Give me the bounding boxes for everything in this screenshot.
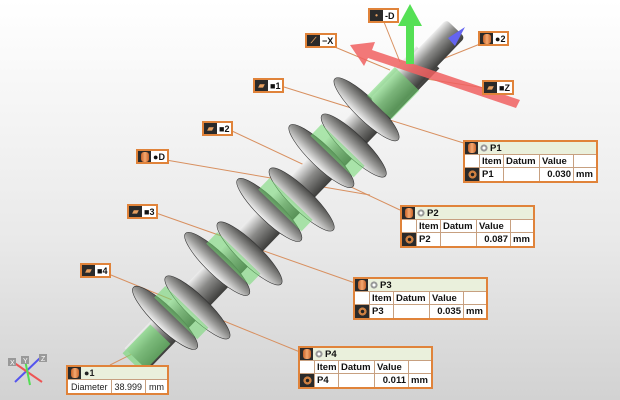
diameter-unit: mm (149, 381, 165, 392)
table-title: P2 (427, 207, 439, 219)
tag-text: −X (322, 35, 334, 46)
header-value: Value (430, 292, 464, 304)
cell-datum (504, 168, 540, 181)
plane-icon: ▰ (204, 123, 217, 134)
gear-icon (404, 235, 414, 244)
cell-unit: mm (576, 169, 593, 180)
tolerance-zone (258, 178, 313, 232)
point-icon: • (370, 10, 383, 21)
cell-unit: mm (466, 306, 483, 317)
line-icon: ⟋ (307, 35, 320, 46)
header-datum: Datum (394, 292, 430, 304)
cell-datum (441, 233, 477, 246)
tag-minus-x[interactable]: ⟋−X (305, 33, 338, 48)
header-item: Item (315, 361, 339, 373)
cell-item: P4 (315, 374, 339, 387)
header-item: Item (370, 292, 394, 304)
triad-y-label: Y (23, 358, 28, 365)
tag-text: 4 (102, 265, 108, 276)
cell-value: 0.035 (430, 305, 464, 318)
cylinder-icon (300, 348, 313, 360)
position-icon (417, 209, 425, 217)
tag-square-3[interactable]: ▰■3 (127, 204, 159, 219)
cylinder-icon (138, 151, 151, 162)
tolerance-zone (154, 286, 209, 340)
position-icon (480, 144, 488, 152)
cylinder-icon (402, 207, 415, 219)
triad-z-label: Z (41, 356, 46, 363)
tag-text: Z (504, 82, 510, 93)
cylinder-icon (68, 367, 81, 379)
diameter-label: Diameter (68, 380, 112, 393)
orientation-triad[interactable]: X Y Z (8, 354, 47, 386)
tag-square-z[interactable]: ▰■Z (482, 80, 514, 95)
cell-datum (394, 305, 430, 318)
diameter-title: 1 (89, 368, 95, 378)
cell-datum (339, 374, 375, 387)
tag-text: 2 (224, 123, 230, 134)
tag-square-2[interactable]: ▰■2 (202, 121, 234, 136)
gear-icon (357, 307, 367, 316)
cell-value: 0.011 (375, 374, 409, 387)
tag-circle-d[interactable]: ●D (136, 149, 169, 164)
z-axis-arrow (448, 27, 465, 46)
plane-icon: ▰ (484, 82, 497, 93)
cylinder-icon (465, 142, 478, 154)
tag-text: 1 (275, 80, 281, 91)
cell-item: P1 (480, 168, 504, 181)
header-datum: Datum (441, 220, 477, 232)
cylinder-icon (480, 33, 493, 44)
axis-gizmo[interactable] (350, 4, 520, 108)
header-value: Value (375, 361, 409, 373)
position-icon (370, 281, 378, 289)
plane-icon: ▰ (82, 265, 95, 276)
position-icon (315, 350, 323, 358)
gear-icon (467, 170, 477, 179)
y-axis-arrow (406, 22, 414, 64)
header-item: Item (417, 220, 441, 232)
cell-item: P3 (370, 305, 394, 318)
cell-unit: mm (411, 375, 428, 386)
header-item: Item (480, 155, 504, 167)
cylinder-icon (355, 279, 368, 291)
plane-icon: ▰ (129, 206, 142, 217)
tolerance-zone (206, 232, 261, 286)
cell-item: P2 (417, 233, 441, 246)
header-value: Value (477, 220, 511, 232)
tag-square-1[interactable]: ▰■1 (253, 78, 285, 93)
tag-text: D (388, 10, 395, 21)
plane-icon: ▰ (255, 80, 268, 91)
tag-text: D (158, 151, 165, 162)
header-datum: Datum (339, 361, 375, 373)
tag-text: 2 (500, 33, 506, 44)
diameter-callout[interactable]: ●1 Diameter 38.999 mm (66, 365, 170, 395)
diameter-value: 38.999 (112, 380, 147, 393)
table-title: P3 (380, 279, 392, 291)
gear-icon (302, 376, 312, 385)
tag-square-4[interactable]: ▰■4 (80, 263, 112, 278)
tolerance-zone (310, 124, 365, 178)
tag-circle-2[interactable]: ●2 (478, 31, 510, 46)
triad-x-label: X (10, 360, 15, 367)
cell-unit: mm (513, 234, 530, 245)
header-datum: Datum (504, 155, 540, 167)
crankshaft-model[interactable] (95, 0, 493, 399)
x-axis-arrow (350, 42, 520, 108)
cell-value: 0.087 (477, 233, 511, 246)
table-title: P1 (490, 142, 502, 154)
tag-minus-d[interactable]: •-D (368, 8, 399, 23)
tag-text: 3 (149, 206, 155, 217)
header-value: Value (540, 155, 574, 167)
cell-value: 0.030 (540, 168, 574, 181)
table-title: P4 (325, 348, 337, 360)
